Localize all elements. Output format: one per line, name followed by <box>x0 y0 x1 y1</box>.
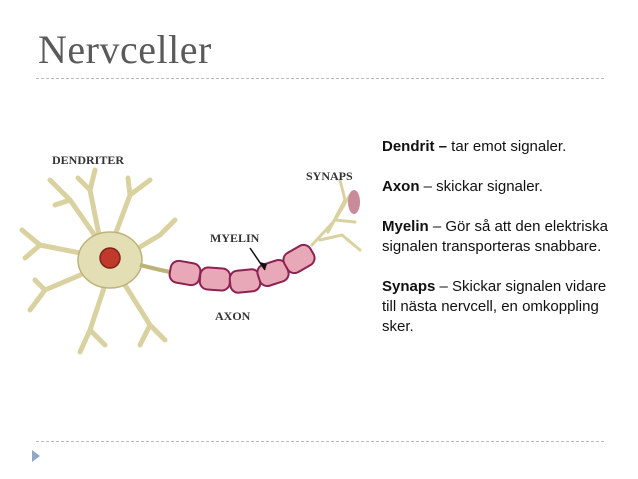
label-myelin: MYELIN <box>210 231 260 245</box>
neuron-diagram: DENDRITER SYNAPS MYELIN AXON <box>19 153 362 355</box>
term: Synaps <box>382 278 436 295</box>
definition-myelin: Myelin – Gör så att den elektriska signa… <box>382 217 612 257</box>
myelin-sheath <box>168 243 316 294</box>
term-text: tar emot signaler. <box>447 138 567 155</box>
title-divider <box>36 78 604 79</box>
term: Dendrit – <box>382 138 448 155</box>
label-dendrites: DENDRITER <box>52 153 124 167</box>
definition-dendrite: Dendrit – tar emot signaler. <box>382 137 612 157</box>
definition-synapse: Synaps – Skickar signalen vidare till nä… <box>382 277 612 337</box>
footer-divider <box>36 441 604 442</box>
term-text: – skickar signaler. <box>419 178 543 195</box>
term-text: – Skickar signalen vidare till nästa ner… <box>382 278 607 335</box>
slide-title: Nervceller <box>38 27 212 72</box>
definitions-list: Dendrit – tar emot signaler. Axon – skic… <box>382 137 612 357</box>
synapse-knob <box>348 190 360 214</box>
dendrites <box>19 167 178 355</box>
label-synapse: SYNAPS <box>306 169 353 183</box>
axon-terminals <box>310 178 362 252</box>
slide-marker-icon <box>32 450 40 462</box>
axon-line <box>139 263 171 274</box>
label-axon: AXON <box>215 309 251 323</box>
nucleus <box>99 247 121 269</box>
term-text: – Gör så att den elektriska signalen tra… <box>382 218 608 255</box>
definition-axon: Axon – skickar signaler. <box>382 177 612 197</box>
term: Myelin <box>382 218 429 235</box>
term: Axon <box>382 178 420 195</box>
